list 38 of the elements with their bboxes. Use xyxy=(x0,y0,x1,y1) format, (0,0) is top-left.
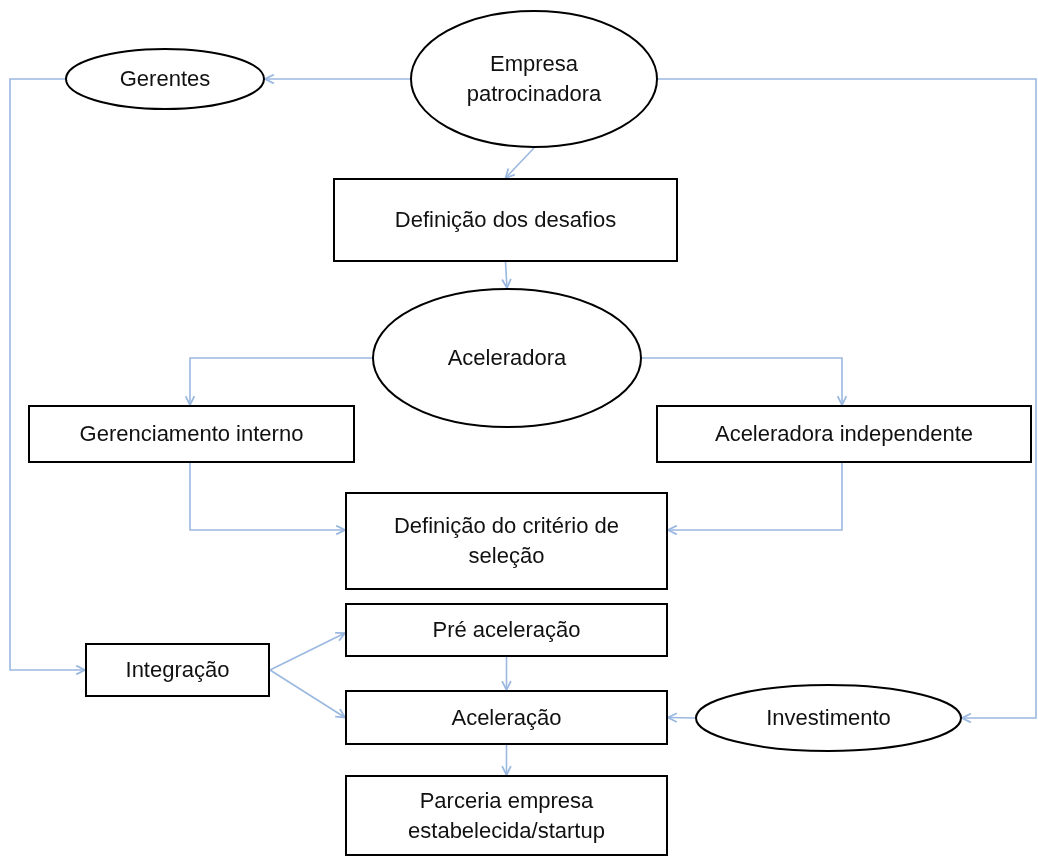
arrow xyxy=(501,744,512,776)
process-box xyxy=(85,643,270,697)
process-box xyxy=(345,603,668,657)
process-box xyxy=(345,492,668,590)
process-box xyxy=(656,405,1032,463)
ellipse-node xyxy=(695,684,962,752)
node-label: Definição dos desafios xyxy=(393,206,618,235)
arrow xyxy=(504,147,535,179)
arrow xyxy=(269,632,346,671)
arrow xyxy=(667,462,843,536)
node-label: Parceria empresa estabelecida/startup xyxy=(407,786,606,845)
arrow xyxy=(9,78,86,676)
arrow xyxy=(667,712,696,723)
ellipse-node xyxy=(372,288,642,428)
arrow xyxy=(501,656,512,691)
node-label: Investimento xyxy=(765,704,892,733)
node-label: Definição do critério de seleção xyxy=(393,512,620,570)
node-label: Gerenciamento interno xyxy=(78,420,305,449)
arrow xyxy=(501,261,512,289)
arrow xyxy=(184,357,373,406)
ellipse-node xyxy=(410,10,658,148)
arrow xyxy=(641,357,848,406)
process-box xyxy=(333,178,678,262)
arrow xyxy=(657,78,1037,724)
node-label: Pré aceleração xyxy=(431,616,582,645)
process-box xyxy=(345,775,668,856)
arrow xyxy=(189,462,346,536)
arrow xyxy=(269,669,346,719)
node-label: Integração xyxy=(124,656,231,685)
node-label: Gerentes xyxy=(118,65,212,94)
node-label: Empresa patrocinadora xyxy=(465,50,603,108)
arrow xyxy=(264,73,411,85)
process-box xyxy=(345,690,668,745)
ellipse-node xyxy=(65,48,265,110)
node-label: Aceleradora independente xyxy=(713,420,975,449)
node-label: Aceleração xyxy=(450,703,563,732)
process-box xyxy=(28,405,355,463)
node-label: Aceleradora xyxy=(446,344,568,373)
